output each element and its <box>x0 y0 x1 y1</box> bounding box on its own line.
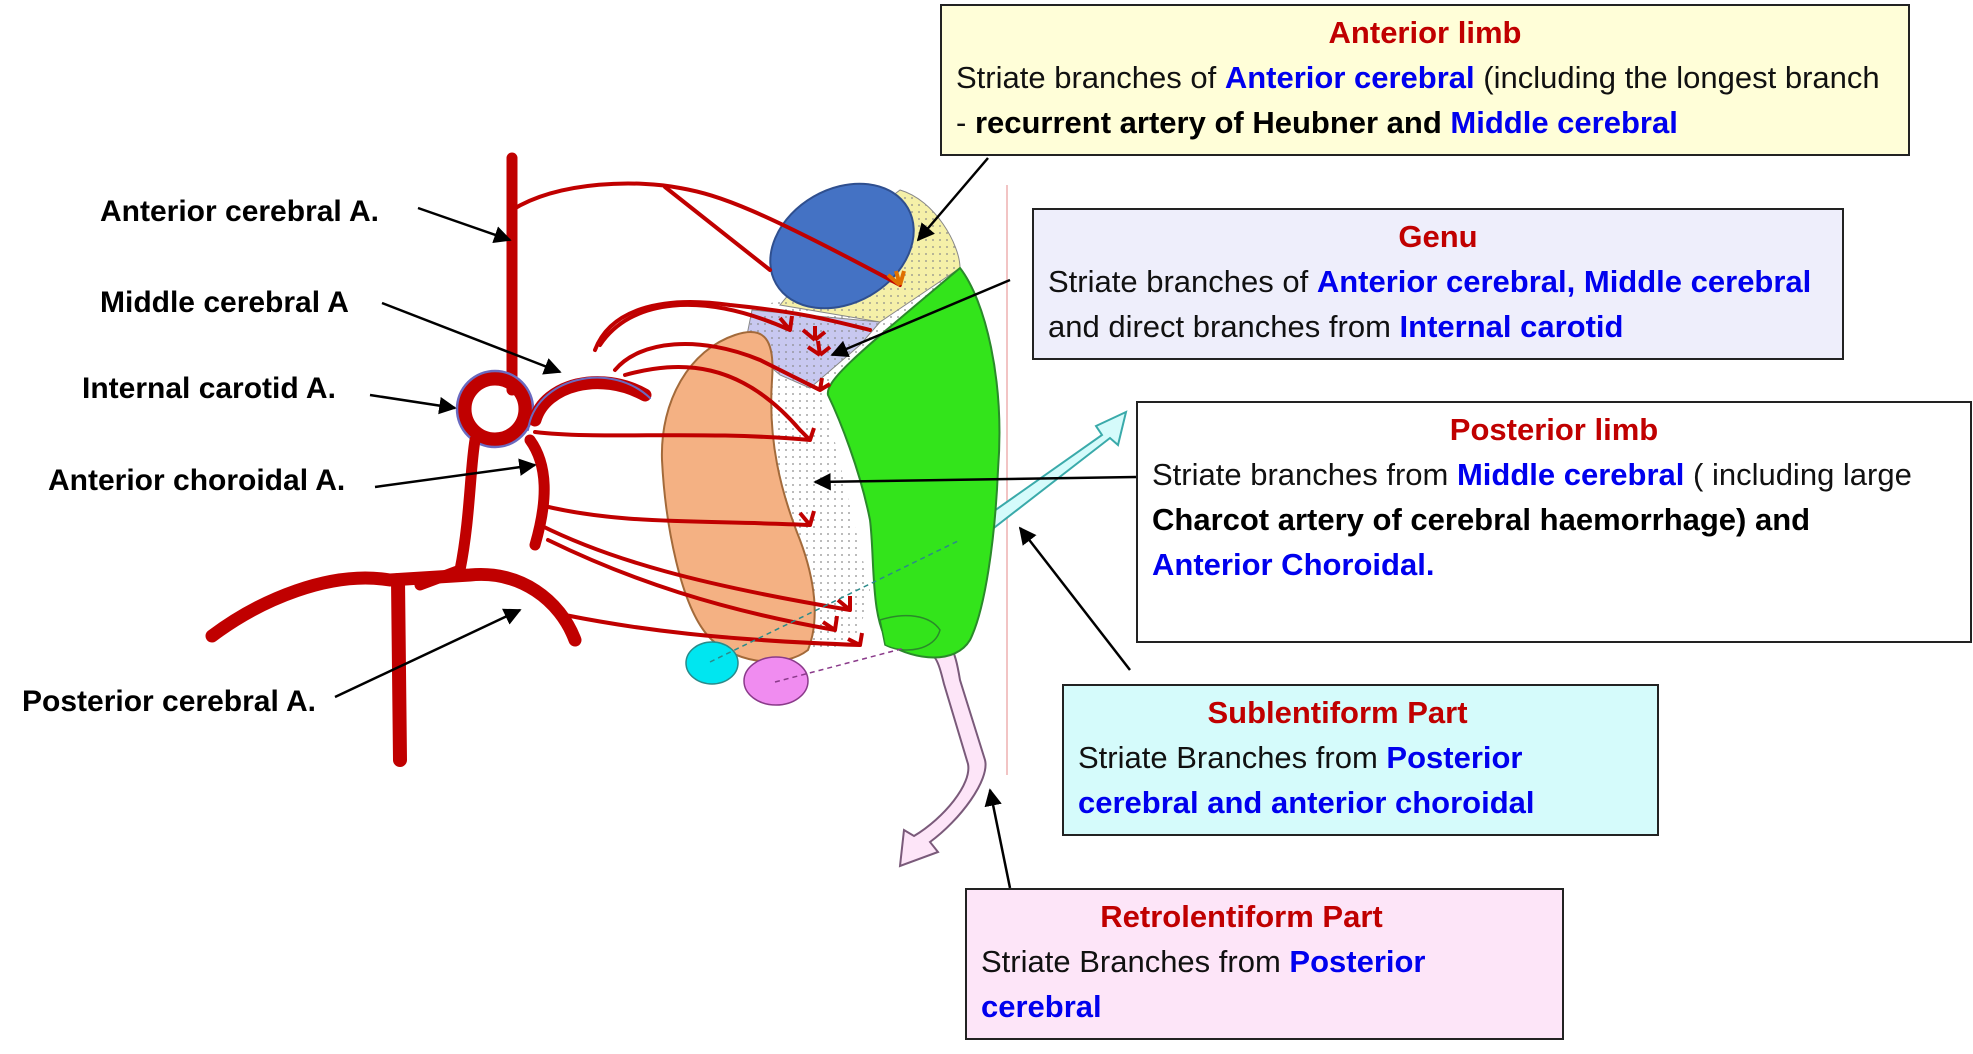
arteries <box>205 152 902 767</box>
anterior-limb-title: Anterior limb <box>1328 15 1522 50</box>
sublentiform-title: Sublentiform Part <box>1207 695 1468 730</box>
posterior-limb-title: Posterior limb <box>1449 412 1659 447</box>
label-posterior-cerebral: Posterior cerebral A. <box>22 685 317 718</box>
caudate-nucleus <box>769 182 915 310</box>
genu-text-2: and direct branches from <box>1048 309 1400 344</box>
posterior-limb-box: Posterior limb Striate branches from Mid… <box>1136 401 1972 643</box>
sublentiform-dash <box>709 539 961 663</box>
posterior-limb-text-2: ( including large <box>1684 457 1912 492</box>
retrolentiform-highlight-1: Posterior cerebral <box>981 944 1426 1024</box>
posterior-limb-bold-1: Charcot artery of cerebral haemorrhage) … <box>1152 502 1811 537</box>
sublentiform-text-1: Striate Branches from <box>1078 740 1387 775</box>
basilar-artery <box>391 573 407 767</box>
genu-box: Genu Striate branches of Anterior cerebr… <box>1032 208 1844 360</box>
sublentiform-box: Sublentiform Part Striate Branches from … <box>1062 684 1659 836</box>
anterior-limb-box: Anterior limb Striate branches of Anteri… <box>940 4 1910 156</box>
retrolentiform-text-1: Striate Branches from <box>981 944 1290 979</box>
retrolentiform-arrow <box>898 636 987 868</box>
anterior-choroidal-artery <box>524 434 550 551</box>
posterior-cerebral-artery <box>205 567 582 647</box>
label-internal-carotid: Internal carotid A. <box>82 372 336 405</box>
label-pointers <box>334 157 1137 889</box>
posterior-limb-highlight-1: Middle cerebral <box>1456 457 1685 492</box>
genu-text-1: Striate branches of <box>1048 264 1317 299</box>
label-anterior-cerebral: Anterior cerebral A. <box>100 195 379 228</box>
anterior-limb-text-2: (including the longest branch - <box>956 60 1880 140</box>
posterior-limb-highlight-2: Anterior Choroidal. <box>1152 547 1435 582</box>
internal-carotid-ring <box>456 370 534 448</box>
label-anterior-choroidal: Anterior choroidal A. <box>48 464 346 497</box>
posterior-communicating-trunk <box>414 434 481 591</box>
middle-cerebral-artery <box>528 376 652 427</box>
anterior-limb-bold-1: recurrent artery of Heubner and <box>974 105 1451 140</box>
sublentiform-highlight-1: Posterior cerebral and anterior choroida… <box>1078 740 1535 820</box>
genu-title: Genu <box>1398 219 1478 254</box>
anterior-limb-highlight-1: Anterior cerebral <box>1224 60 1475 95</box>
branch-endings <box>778 270 906 647</box>
genu-highlight-1: Anterior cerebral, Middle cerebral <box>1316 264 1812 299</box>
retrolentiform-title: Retrolentiform Part <box>1100 899 1383 934</box>
retrolentiform-box: Retrolentiform Part Striate Branches fro… <box>965 888 1564 1040</box>
posterior-limb-text-1: Striate branches from <box>1152 457 1457 492</box>
anterior-limb-highlight-2: Middle cerebral <box>1450 105 1678 140</box>
genu-highlight-2: Internal carotid <box>1399 309 1624 344</box>
label-middle-cerebral: Middle cerebral A <box>100 286 349 319</box>
anterior-limb-text-1: Striate branches of <box>956 60 1225 95</box>
retrolentiform-dash <box>774 647 906 683</box>
cyan-oval <box>685 641 739 685</box>
